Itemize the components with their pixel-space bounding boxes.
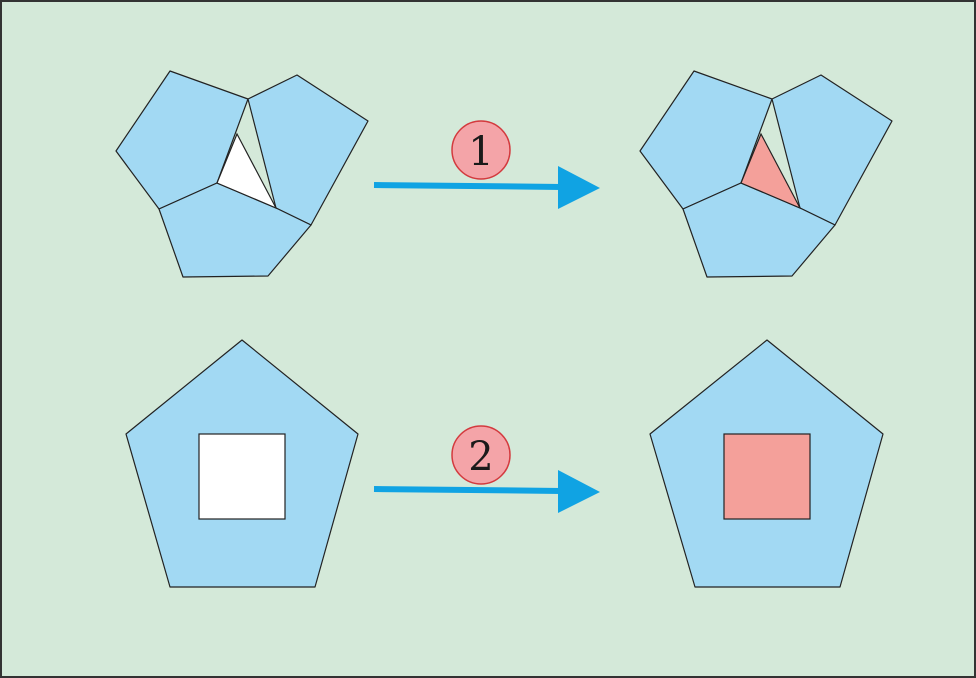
pentagon-square-before <box>125 339 359 588</box>
arrow-head <box>558 470 600 513</box>
step-label: 1 <box>468 129 493 175</box>
pentagon-tile <box>771 74 893 226</box>
arrow-2 <box>373 470 600 513</box>
pentagon-cluster-before <box>115 70 369 278</box>
arrow-1 <box>373 166 600 209</box>
triangle-gap-filled <box>740 132 802 210</box>
badge-circle <box>451 120 511 180</box>
arrow-shaft <box>373 182 563 190</box>
square-gap-filled <box>723 433 811 520</box>
arrow-head <box>558 166 600 209</box>
step-label: 2 <box>468 434 493 480</box>
pentagon-square-after <box>649 339 884 588</box>
square-gap-empty <box>198 433 286 520</box>
arrow-shaft <box>373 486 563 494</box>
pentagon-cluster-after <box>639 70 893 278</box>
step-badge-2: 2 <box>451 425 511 485</box>
triangle-gap-empty <box>216 132 278 210</box>
badge-circle <box>451 425 511 485</box>
pentagon-tile <box>247 74 369 226</box>
step-badge-1: 1 <box>451 120 511 180</box>
